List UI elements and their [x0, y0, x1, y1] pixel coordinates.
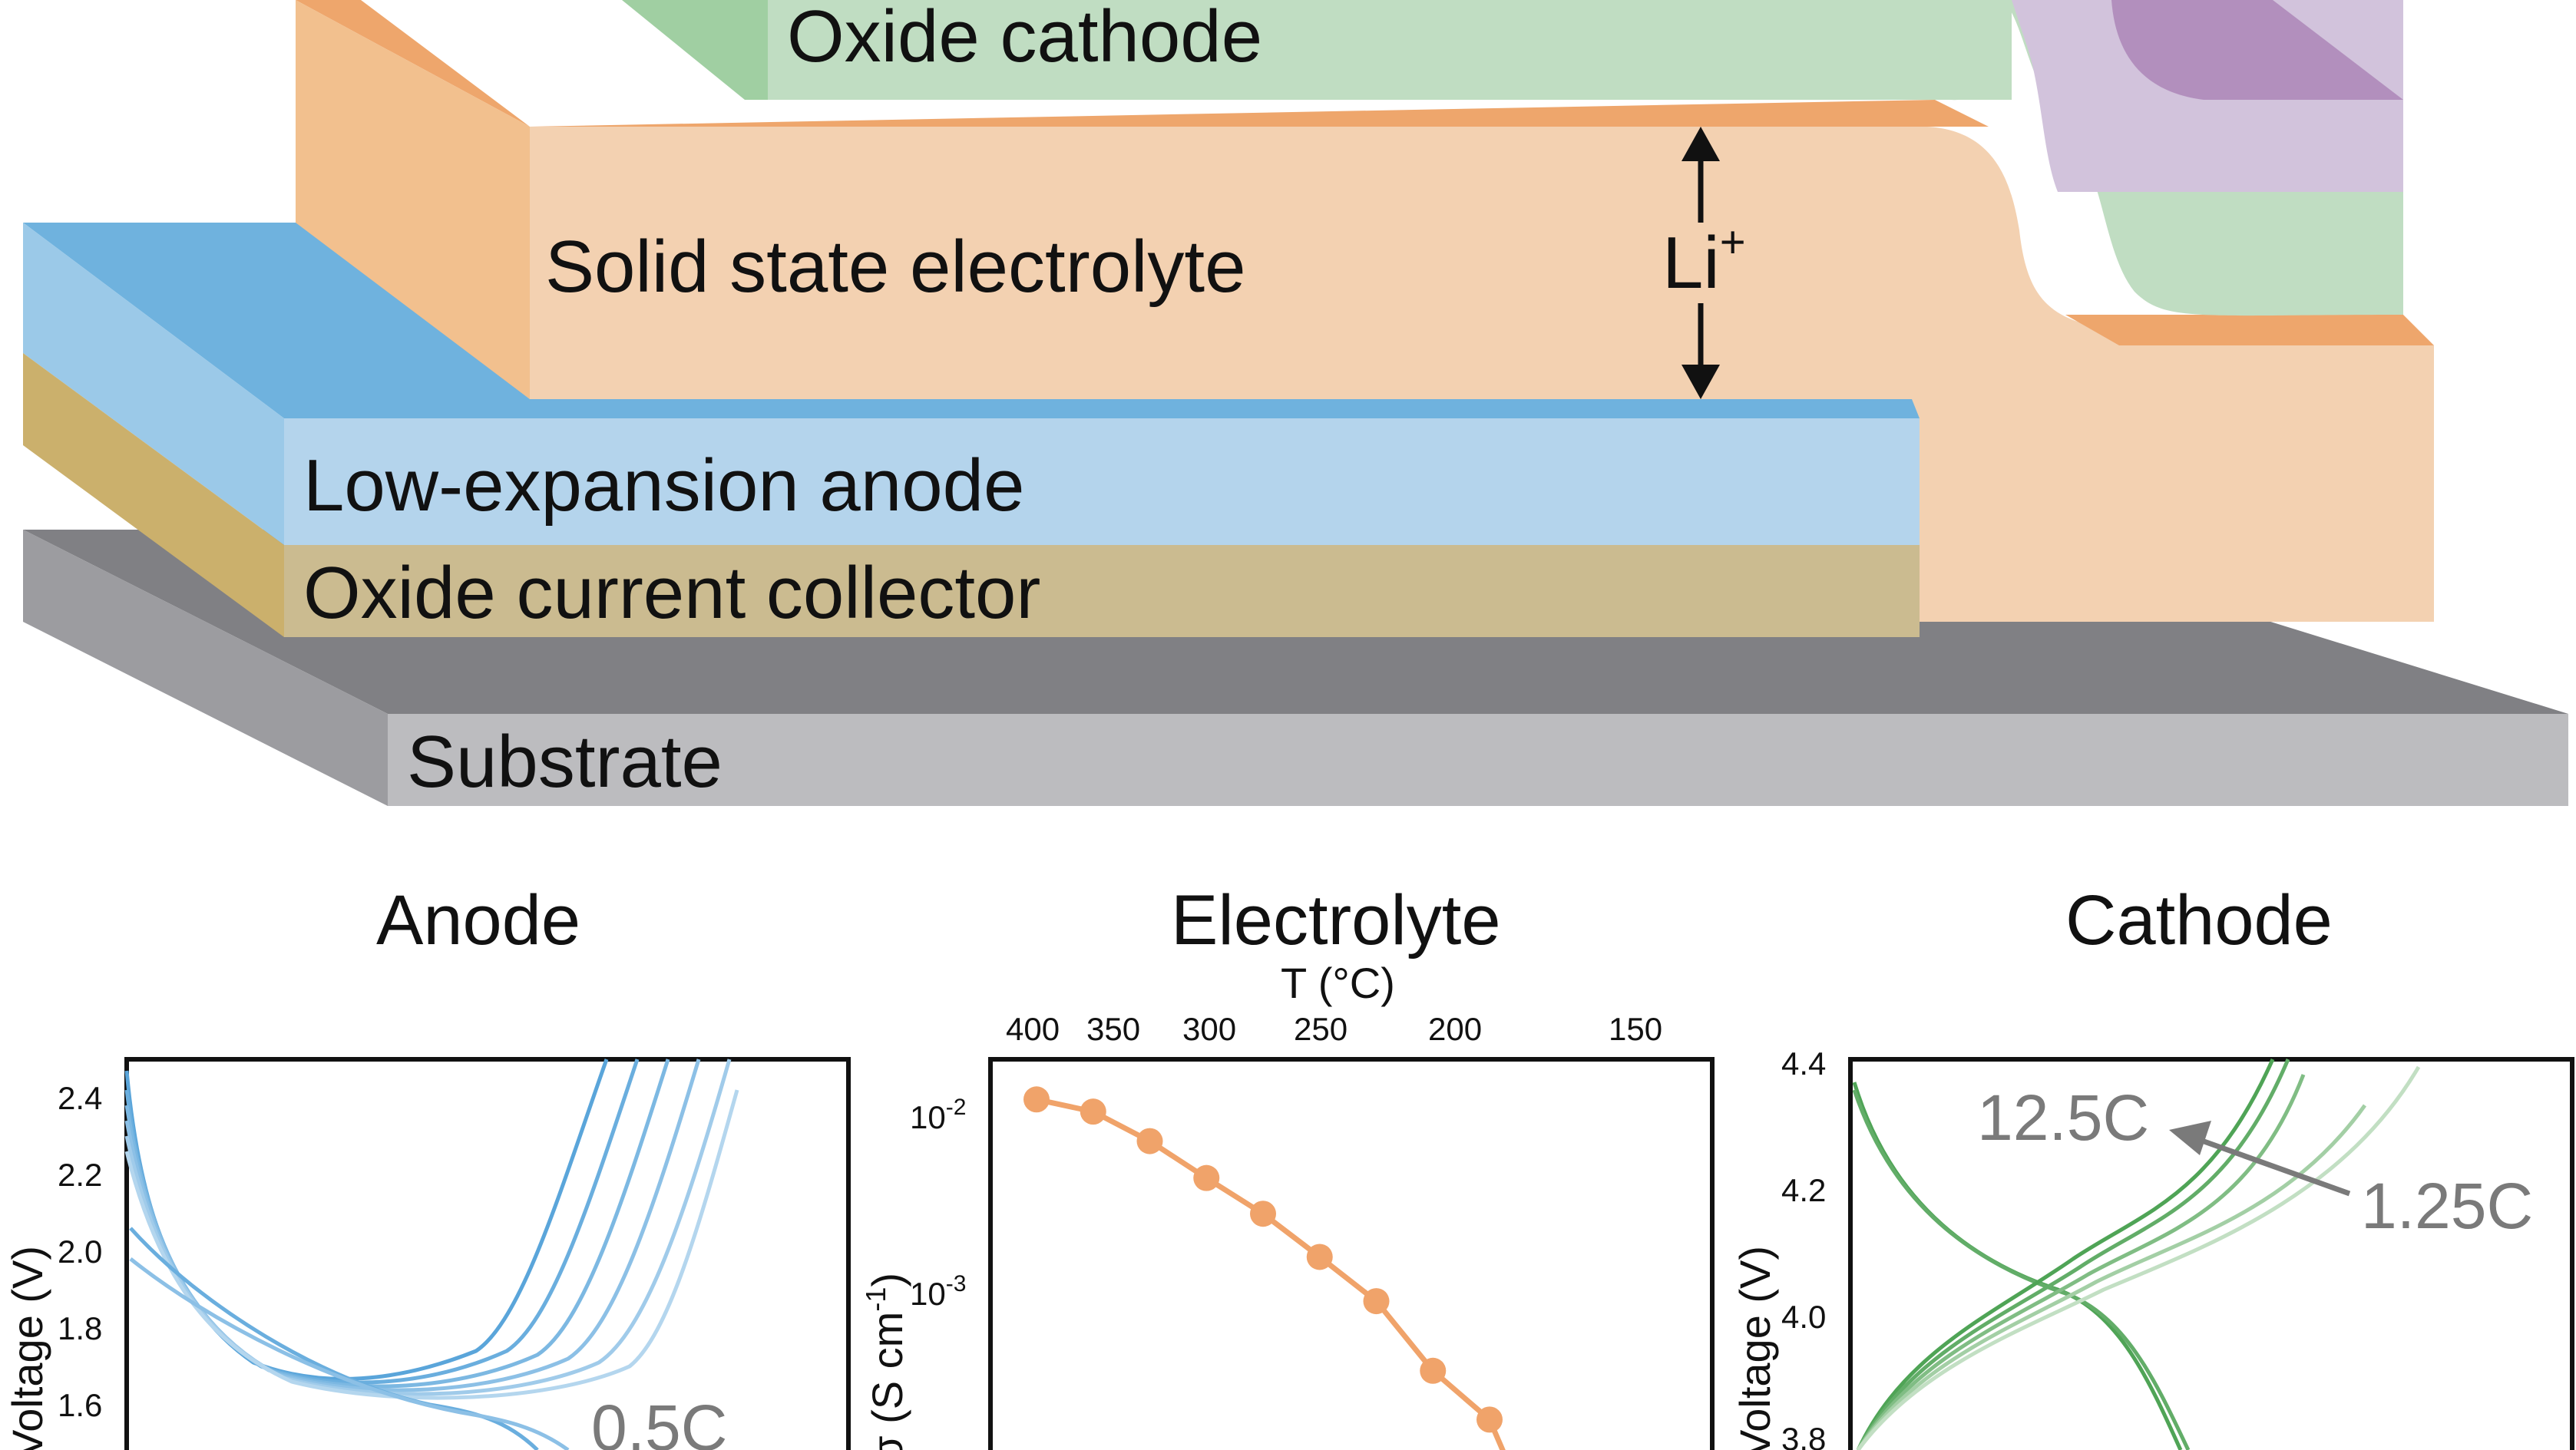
electrolyte-data-point	[1080, 1098, 1106, 1125]
collector-label: Oxide current collector	[303, 552, 1040, 634]
cathode-panel-title: Cathode	[2065, 881, 2333, 960]
top-tick: 300	[1182, 1011, 1236, 1047]
anode-left-face	[23, 223, 284, 545]
electrolyte-plot-frame	[988, 1057, 1715, 1450]
substrate-label: Substrate	[407, 721, 723, 803]
cathode-top-face	[622, 0, 768, 100]
electrolyte-top-ticks: 400 350 300 250 200 150	[1006, 1011, 1662, 1047]
li-ion-arrow: Li+	[1662, 127, 1746, 399]
purple-top-face	[2111, 0, 2403, 100]
anode-ytick: 1.6	[58, 1387, 102, 1423]
anode-ytick: 2.4	[58, 1080, 102, 1116]
electrolyte-data-point	[1136, 1128, 1163, 1154]
anode-rate-label: 0.5C	[591, 1392, 727, 1450]
cathode-panel: 4.4 4.2 4.0 3.8 Voltage (V) 12.5C 1.25C	[1731, 1045, 2574, 1450]
anode-front-face	[284, 418, 1920, 545]
top-tick: 200	[1428, 1011, 1482, 1047]
anode-ytick: 2.2	[58, 1157, 102, 1193]
anode-plot-frame	[124, 1057, 851, 1450]
cathode-curves	[1852, 1058, 2421, 1450]
cathode-ytick: 4.4	[1781, 1045, 1826, 1082]
anode-panel: 2.4 2.2 2.0 1.8 1.6 Voltage (V) 0.5C	[3, 1057, 851, 1450]
substrate-left-face	[23, 530, 388, 806]
anode-top-face	[23, 223, 1920, 418]
anode-ytick: 2.0	[58, 1234, 102, 1270]
cathode-strip	[768, 0, 2012, 100]
anode-label: Low-expansion anode	[303, 444, 1024, 527]
electrolyte-data-point	[1476, 1406, 1503, 1433]
electrolyte-panel-title: Electrolyte	[1171, 881, 1501, 960]
electrolyte-right-step	[2065, 315, 2434, 345]
anode-y-ticks: 2.4 2.2 2.0 1.8 1.6	[58, 1080, 102, 1423]
electrolyte-top-axis-label: T (°C)	[1281, 959, 1395, 1007]
anode-curves	[124, 1059, 739, 1450]
substrate-front-face	[388, 714, 2568, 806]
top-tick: 250	[1294, 1011, 1348, 1047]
electrolyte-top-face	[296, 0, 1989, 127]
cathode-ytick: 4.0	[1781, 1299, 1826, 1335]
electrolyte-ytick: 10-3	[910, 1271, 966, 1312]
electrolyte-label: Solid state electrolyte	[545, 226, 1245, 308]
cathode-rate-high-label: 12.5C	[1977, 1082, 2149, 1154]
collector-left-face	[23, 353, 284, 637]
cathode-plot-frame	[1848, 1057, 2574, 1450]
electrolyte-left-face	[296, 0, 530, 399]
electrolyte-series-line	[1036, 1096, 1506, 1450]
cathode-ytick: 3.8	[1781, 1421, 1826, 1450]
top-tick: 400	[1006, 1011, 1060, 1047]
li-ion-label: Li+	[1662, 217, 1746, 304]
collector-front-face	[284, 545, 1920, 637]
electrolyte-data-point	[1023, 1086, 1050, 1113]
cathode-ytick: 4.2	[1781, 1172, 1826, 1208]
electrolyte-ylabel: σ (S cm-1)	[860, 1273, 911, 1450]
anode-panel-title: Anode	[376, 881, 580, 960]
cathode-y-ticks: 4.4 4.2 4.0 3.8	[1781, 1045, 1826, 1450]
cathode-rate-arrow	[2169, 1121, 2351, 1197]
electrolyte-data-point	[1306, 1244, 1333, 1270]
cathode-label: Oxide cathode	[787, 0, 1262, 78]
anode-ytick: 1.8	[58, 1310, 102, 1346]
anode-ylabel: Voltage (V)	[3, 1246, 51, 1450]
cathode-ylabel: Voltage (V)	[1731, 1246, 1779, 1450]
electrolyte-series	[1023, 1086, 1506, 1450]
cathode-rate-low-label: 1.25C	[2361, 1170, 2533, 1242]
electrolyte-ytick: 10-2	[910, 1095, 966, 1135]
electrolyte-data-point	[1193, 1164, 1220, 1191]
top-tick: 350	[1086, 1011, 1140, 1047]
electrolyte-data-point	[1420, 1357, 1447, 1384]
electrolyte-data-point	[1250, 1201, 1276, 1227]
layer-stack-diagram: Li+ Oxide cathode Solid state electrolyt…	[23, 0, 2568, 806]
top-tick: 150	[1609, 1011, 1662, 1047]
electrolyte-panel: T (°C) 400 350 300 250 200 150 10-2 10-3…	[860, 959, 1715, 1450]
electrolyte-y-ticks: 10-2 10-3	[910, 1095, 966, 1312]
electrolyte-data-point	[1363, 1288, 1390, 1315]
